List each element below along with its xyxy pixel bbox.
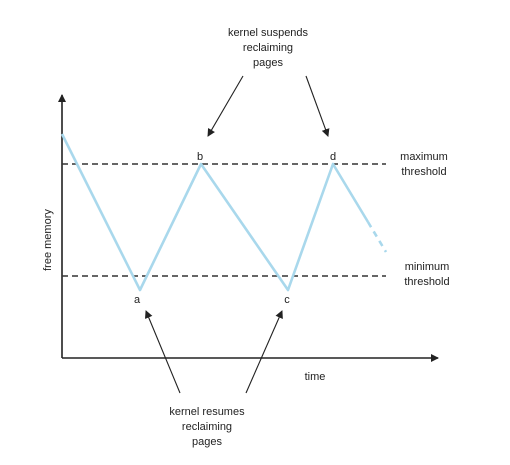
- point-label-d: d: [330, 151, 336, 163]
- point-label-b: b: [197, 151, 203, 163]
- suspend-arrow-d: [305, 75, 330, 137]
- free-memory-curve: [60, 133, 370, 292]
- resume-label-line-3: pages: [192, 436, 222, 448]
- minimum-threshold-label-line-1: minimum: [405, 261, 450, 273]
- suspend-label-line-1: kernel suspends: [228, 27, 309, 39]
- free-memory-curve-continuation: [366, 221, 388, 253]
- suspend-label-line-3: pages: [253, 57, 283, 69]
- x-axis-label: time: [305, 371, 326, 383]
- resume-label-line-1: kernel resumes: [169, 406, 245, 418]
- resume-arrow-c: [245, 310, 283, 394]
- resume-arrow-a: [144, 310, 181, 394]
- minimum-threshold-label-line-2: threshold: [404, 276, 449, 288]
- maximum-threshold-label-line-2: threshold: [401, 166, 446, 178]
- point-label-a: a: [134, 294, 141, 306]
- suspend-arrow-b: [207, 75, 244, 137]
- suspend-label-line-2: reclaiming: [243, 42, 293, 54]
- resume-label-line-2: reclaiming: [182, 421, 232, 433]
- maximum-threshold-label-line-1: maximum: [400, 151, 448, 163]
- y-axis-label: free memory: [42, 209, 54, 271]
- point-label-c: c: [284, 294, 290, 306]
